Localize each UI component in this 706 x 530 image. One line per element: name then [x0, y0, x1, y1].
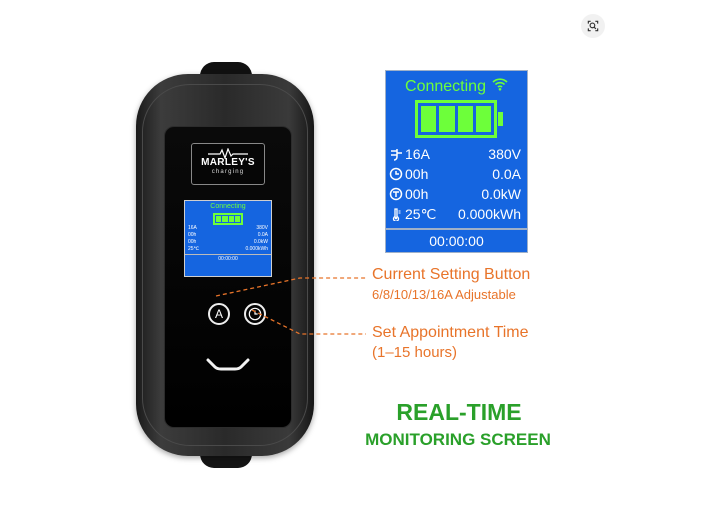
monitoring-screen: Connecting 16A 380V 00h 0.0A 00h 0.0kW 2… [385, 70, 528, 253]
mini-status: Connecting [210, 203, 246, 210]
timer-icon [389, 187, 403, 201]
screen-row-temperature: 25℃ 0.000kWh [386, 204, 527, 224]
battery-icon [415, 100, 503, 138]
callout-appointment-sub: (1–15 hours) [372, 344, 458, 361]
visual-search-button[interactable] [581, 14, 605, 38]
thermometer-icon [392, 208, 401, 221]
screen-row-duration: 00h 0.0kW [386, 184, 527, 204]
current-setting-button[interactable]: A [208, 303, 230, 325]
brand-name: MARLEY'S [201, 157, 255, 168]
pulse-wave-icon [208, 147, 248, 160]
headline-line1: REAL-TIME [396, 399, 522, 425]
clock-icon [389, 167, 403, 181]
wifi-icon [492, 77, 508, 96]
clock-icon [248, 307, 262, 321]
mini-battery-icon [213, 213, 243, 225]
screen-row-appointment: 00h 0.0A [386, 164, 527, 184]
brand-sub: charging [211, 169, 245, 175]
screen-timer: 00:00:00 [386, 228, 527, 252]
callout-appointment-title: Set Appointment Time [372, 324, 529, 341]
plug-icon [391, 149, 402, 161]
lens-icon [587, 20, 599, 32]
callout-current-sub: 6/8/10/13/16A Adjustable [372, 287, 516, 302]
brand-logo: MARLEY'S charging [191, 143, 265, 185]
callout-current-title: Current Setting Button [372, 266, 531, 283]
headline-line2: MONITORING SCREEN [365, 430, 551, 449]
status-light-icon [206, 358, 250, 371]
screen-row-current: 16A 380V [386, 144, 527, 164]
mini-timer: 00:00:00 [185, 254, 271, 263]
screen-status: Connecting [405, 77, 486, 95]
appointment-button[interactable] [244, 303, 266, 325]
